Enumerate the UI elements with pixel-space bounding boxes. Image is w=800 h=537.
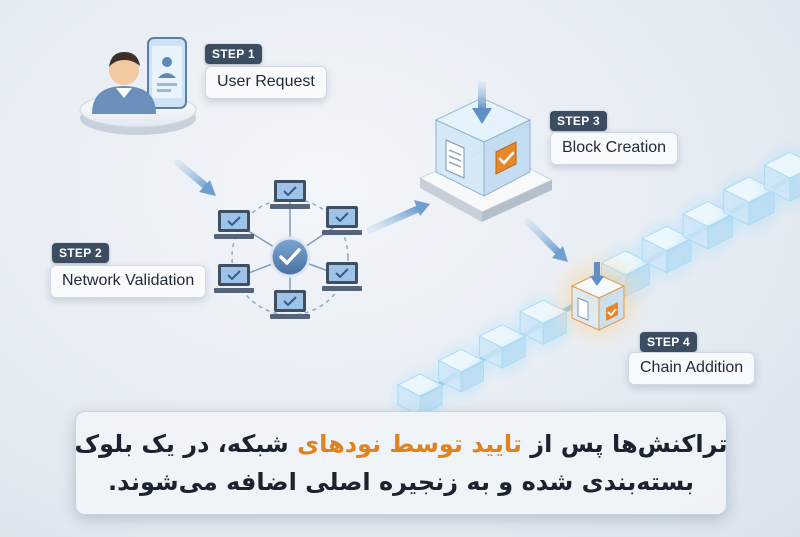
- caption-box: تراکنش‌ها پس از تایید توسط نودهای شبکه، …: [75, 411, 727, 515]
- user-avatar-icon: [92, 52, 156, 114]
- step-4-badge: STEP 4: [640, 332, 697, 352]
- flow-arrow-1: [174, 159, 216, 196]
- chain-block: [751, 139, 800, 217]
- step-1-badge: STEP 1: [205, 44, 262, 64]
- caption-line-1-end: شبکه، در یک بلوک: [74, 430, 298, 458]
- step-2-label: Network Validation: [50, 265, 207, 298]
- validation-network: [214, 180, 362, 319]
- computer-node-lower-left: [214, 264, 254, 293]
- flow-arrow-into-block: [472, 82, 492, 124]
- new-block-highlight: [544, 246, 652, 354]
- block-creation-illustration: [418, 82, 554, 222]
- computer-node-bottom: [270, 290, 310, 319]
- flow-arrow-3: [524, 218, 568, 262]
- step-4-label: Chain Addition: [628, 352, 756, 385]
- computer-node-upper-right: [322, 206, 362, 235]
- step-3-badge: STEP 3: [550, 111, 607, 131]
- computer-node-upper-left: [214, 210, 254, 239]
- caption-highlight: تایید توسط نودهای: [297, 430, 522, 458]
- step-1-label: User Request: [205, 66, 327, 99]
- caption-line-2: بسته‌بندی شده و به زنجیره اصلی اضافه می‌…: [107, 468, 695, 496]
- user-request-illustration: [79, 37, 197, 135]
- smartphone-icon: [147, 37, 187, 109]
- computer-node-top: [270, 180, 310, 209]
- caption-line-1: تراکنش‌ها پس از تایید توسط نودهای شبکه، …: [75, 425, 728, 463]
- flow-arrow-2: [366, 200, 430, 234]
- step-3-label: Block Creation: [550, 132, 679, 165]
- caption-line-1-start: تراکنش‌ها پس از: [521, 430, 728, 458]
- orange-check-icon: [495, 141, 517, 175]
- validation-check-icon: [269, 236, 311, 278]
- computer-node-lower-right: [322, 262, 362, 291]
- document-icon: [445, 139, 465, 179]
- step-2-badge: STEP 2: [52, 243, 109, 263]
